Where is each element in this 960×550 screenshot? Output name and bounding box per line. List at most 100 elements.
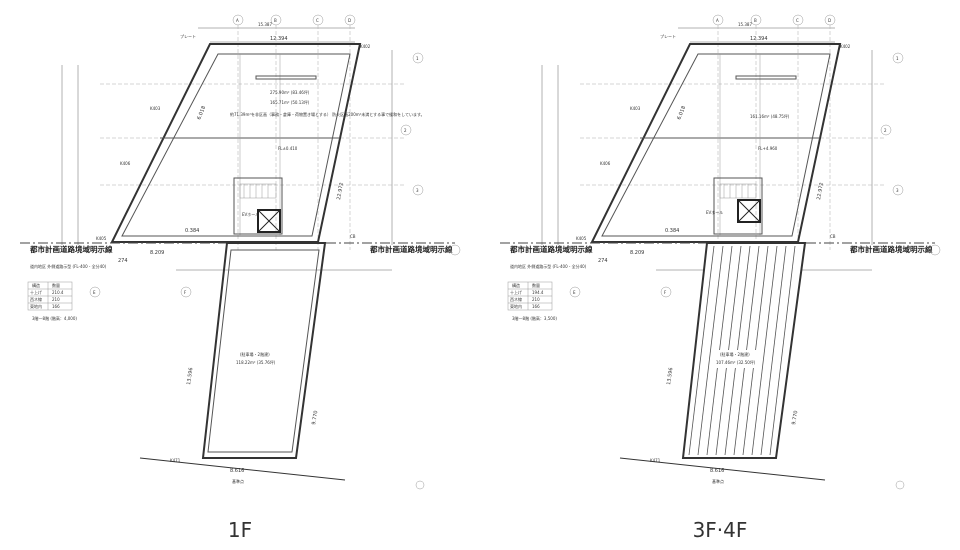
svg-text:12.394: 12.394 — [750, 36, 768, 42]
svg-text:東地内: 東地内 — [510, 303, 522, 309]
parking-area: 107.46m² (32.50坪) — [716, 359, 756, 365]
svg-text:22.972: 22.972 — [336, 182, 345, 200]
floor-caption: 3F·4F — [692, 518, 748, 542]
svg-text:道内地区 外側道路示型 (FL-400 - 全分40): 道内地区 外側道路示型 (FL-400 - 全分40) — [30, 263, 107, 269]
building-outline — [110, 43, 362, 243]
svg-text:0.384: 0.384 — [185, 228, 199, 234]
spec-table: 道内地区 外側道路示型 (FL-400 - 全分40) 構造 数量 十上げ 19… — [507, 263, 587, 321]
floor-plan-drawing-3f-4f: A B C D 1 2 3 E F 15.387 12.394 — [500, 14, 941, 490]
svg-text:13.596: 13.596 — [666, 367, 674, 385]
svg-text:8.616: 8.616 — [230, 468, 244, 474]
svg-text:3: 3 — [416, 188, 419, 193]
road-label-left: 都市計画道路境域明示線 — [29, 244, 113, 254]
svg-text:構造: 構造 — [32, 282, 40, 288]
svg-text:西ネ線: 西ネ線 — [30, 296, 42, 302]
svg-text:CB: CB — [350, 234, 356, 239]
svg-text:構造: 構造 — [512, 282, 520, 288]
area-line-1: 161.16m² (48.75坪) — [750, 113, 790, 119]
svg-text:K405: K405 — [576, 236, 587, 241]
north-arrow-icon — [895, 480, 905, 490]
svg-text:12.394: 12.394 — [270, 36, 288, 42]
road-label-right: 都市計画道路境域明示線 — [369, 244, 453, 254]
svg-text:15.387: 15.387 — [738, 22, 752, 27]
svg-text:210: 210 — [52, 297, 60, 302]
svg-text:15.387: 15.387 — [258, 22, 272, 27]
svg-text:210: 210 — [532, 297, 540, 302]
dimension-lines: 15.387 12.394 — [61, 22, 393, 271]
svg-text:166: 166 — [52, 304, 60, 309]
parking-label: (駐車場・2階建) — [240, 351, 270, 357]
floor-plan-drawing-1f: A B C D 1 2 3 E F 15.387 12.394 — [20, 14, 461, 490]
parking-label: (駐車場・2階建) — [720, 351, 750, 357]
svg-text:プレート: プレート — [180, 33, 196, 39]
svg-text:D: D — [828, 18, 831, 23]
svg-text:B: B — [274, 18, 277, 23]
svg-text:A: A — [716, 18, 719, 23]
parking-area: 118.22m² (35.76坪) — [236, 359, 276, 365]
svg-text:K471: K471 — [650, 458, 661, 463]
dimension-lines: 15.387 12.394 — [541, 22, 873, 271]
svg-text:13.596: 13.596 — [186, 367, 194, 385]
road-label-left: 都市計画道路境域明示線 — [509, 244, 593, 254]
grid-markers-top: A B C D 1 2 3 E F — [89, 14, 424, 298]
svg-text:22.972: 22.972 — [816, 182, 825, 200]
svg-text:K405: K405 — [96, 236, 107, 241]
north-arrow-icon — [415, 480, 425, 490]
road-label-right: 都市計画道路境域明示線 — [849, 244, 933, 254]
svg-text:東地内: 東地内 — [30, 303, 42, 309]
svg-text:K406: K406 — [600, 161, 611, 166]
svg-text:基準点: 基準点 — [232, 478, 244, 484]
svg-text:数量: 数量 — [532, 282, 540, 288]
svg-text:6.018: 6.018 — [676, 105, 687, 121]
svg-text:166: 166 — [532, 304, 540, 309]
svg-text:道内地区 外側道路示型 (FL-400 - 全分40): 道内地区 外側道路示型 (FL-400 - 全分40) — [510, 263, 587, 269]
svg-text:K471: K471 — [170, 458, 181, 463]
area-line-1: 275.90m² (83.46坪) — [270, 89, 310, 95]
svg-text:十上げ: 十上げ — [510, 289, 522, 295]
svg-text:8.209: 8.209 — [150, 250, 164, 256]
svg-text:K403: K403 — [150, 106, 161, 111]
svg-text:C: C — [796, 18, 799, 23]
svg-text:0.384: 0.384 — [665, 228, 679, 234]
svg-text:プレート: プレート — [660, 33, 676, 39]
svg-text:210.4: 210.4 — [52, 290, 64, 295]
svg-text:274: 274 — [118, 258, 128, 264]
svg-text:8.209: 8.209 — [630, 250, 644, 256]
svg-text:3階一8階 (階高：3,500): 3階一8階 (階高：3,500) — [512, 315, 557, 321]
svg-text:2: 2 — [884, 128, 887, 133]
svg-text:8.616: 8.616 — [710, 468, 724, 474]
svg-text:1: 1 — [896, 56, 899, 61]
svg-text:C: C — [316, 18, 319, 23]
floor-plan-3f-4f: A B C D 1 2 3 E F 15.387 12.394 — [480, 0, 960, 550]
svg-text:K402: K402 — [360, 44, 371, 49]
section-label: FL+4.960 — [758, 146, 778, 151]
svg-text:E: E — [573, 290, 576, 295]
svg-text:3: 3 — [896, 188, 899, 193]
svg-text:194.4: 194.4 — [532, 290, 544, 295]
road-boundary: 都市計画道路境域明示線 都市計画道路境域明示線 — [20, 242, 461, 256]
svg-text:6.018: 6.018 — [196, 105, 207, 121]
parking-outline — [139, 242, 346, 481]
svg-text:基準点: 基準点 — [712, 478, 724, 484]
svg-text:B: B — [754, 18, 757, 23]
stair-ev-core — [713, 177, 763, 235]
svg-text:K402: K402 — [840, 44, 851, 49]
svg-text:9.770: 9.770 — [791, 410, 799, 425]
svg-text:CB: CB — [830, 234, 836, 239]
svg-text:9.770: 9.770 — [311, 410, 319, 425]
svg-text:数量: 数量 — [52, 282, 60, 288]
stair-ev-core — [233, 177, 283, 235]
ev-hall-label: EVホール — [706, 210, 723, 215]
svg-text:274: 274 — [598, 258, 608, 264]
svg-text:E: E — [93, 290, 96, 295]
svg-text:F: F — [664, 290, 667, 295]
area-line-2: 165.71m² (50.13坪) — [270, 99, 310, 105]
svg-text:F: F — [184, 290, 187, 295]
svg-text:A: A — [236, 18, 239, 23]
svg-text:D: D — [348, 18, 351, 23]
ev-hall-label: EVホール — [242, 212, 259, 217]
grid-markers-top: A B C D 1 2 3 E F — [569, 14, 904, 298]
section-label: FL±0.410 — [278, 146, 298, 151]
svg-text:1: 1 — [416, 56, 419, 61]
floor-plan-1f: A B C D 1 2 3 E F 15.387 12.394 — [20, 14, 461, 542]
